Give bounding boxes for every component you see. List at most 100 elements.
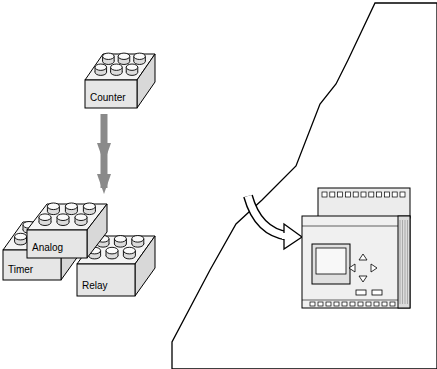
brick-block: Counter	[84, 40, 156, 110]
brick-stud	[95, 64, 107, 75]
terminal	[366, 302, 371, 306]
arrow-head	[284, 224, 302, 249]
brick-block: Analog	[26, 190, 108, 260]
terminal	[358, 302, 363, 306]
module-edge	[302, 300, 398, 301]
stud-top	[83, 203, 95, 210]
brick-stud	[83, 203, 95, 215]
stud-edge	[88, 251, 89, 256]
brick-stud	[75, 214, 87, 226]
arrow-body	[248, 196, 288, 236]
terminal	[390, 302, 395, 306]
groove	[402, 220, 403, 304]
terminal	[361, 192, 366, 197]
module-side	[398, 216, 410, 308]
stud-top	[57, 214, 69, 221]
groove	[400, 220, 401, 304]
brick-front	[77, 264, 135, 296]
groove	[405, 220, 406, 304]
button-down	[359, 276, 367, 282]
display	[316, 248, 346, 274]
stud-wall	[32, 237, 44, 242]
brick-stud	[114, 236, 126, 248]
terminal	[377, 192, 382, 197]
stud-top	[95, 64, 107, 70]
brick-front	[3, 250, 61, 280]
stud-edge	[44, 237, 45, 242]
stud-top	[65, 203, 77, 210]
module-edge	[302, 226, 398, 227]
terminal	[326, 302, 331, 306]
stud-top	[75, 214, 87, 221]
stud-edge	[57, 225, 58, 230]
terminal	[350, 302, 355, 306]
terminal	[384, 192, 389, 197]
terminal	[322, 192, 327, 197]
brick-stud	[15, 233, 27, 245]
stud-top	[103, 53, 115, 59]
terminal	[345, 192, 350, 197]
panel-background	[172, 3, 437, 369]
terminal	[392, 192, 397, 197]
brick-stud	[103, 53, 115, 64]
stud-wall	[49, 237, 61, 242]
brick-stud	[111, 64, 123, 75]
module-top	[318, 188, 410, 218]
stud-top	[126, 64, 138, 70]
button-right	[371, 264, 377, 272]
stud-top	[58, 222, 70, 229]
stud-top	[40, 222, 52, 229]
brick-top	[3, 222, 81, 250]
terminal	[353, 192, 358, 197]
stud-top	[23, 222, 35, 229]
stud-edge	[52, 225, 53, 230]
brick-stud	[57, 214, 69, 226]
brick-front	[85, 80, 137, 108]
stud-edge	[69, 225, 70, 230]
brick-stud	[123, 247, 135, 259]
stud-top	[132, 236, 144, 243]
stud-top	[118, 53, 130, 59]
flow-arrow	[101, 114, 108, 188]
stud-edge	[32, 237, 33, 242]
terminal	[342, 302, 347, 306]
stud-top	[106, 247, 118, 254]
brick-stud	[23, 222, 35, 234]
button-up	[359, 254, 367, 260]
button-left	[349, 264, 355, 272]
stud-base	[49, 238, 61, 245]
brick-stud	[49, 233, 61, 245]
stud-wall	[40, 225, 52, 230]
stud-top	[32, 233, 44, 240]
stud-wall	[58, 225, 70, 230]
brick-stud	[39, 214, 51, 226]
brick-stud	[106, 247, 118, 259]
terminal	[374, 302, 379, 306]
stud-edge	[49, 237, 50, 242]
terminal	[338, 192, 343, 197]
brick-stud	[32, 233, 44, 245]
stud-top	[89, 247, 101, 254]
stud-top	[97, 236, 109, 243]
terminal	[330, 192, 335, 197]
groove	[407, 220, 408, 304]
block-label: Analog	[32, 242, 63, 254]
brick-front	[27, 230, 87, 258]
button-esc	[356, 290, 366, 295]
block-label: Timer	[8, 264, 33, 276]
brick-stud	[58, 222, 70, 234]
brick-stud	[40, 222, 52, 234]
brick-stud	[65, 203, 77, 215]
arrow-outline	[248, 196, 288, 236]
stud-top	[114, 236, 126, 243]
stud-top	[123, 247, 135, 254]
display-frame	[312, 244, 350, 284]
stud-top	[47, 203, 59, 210]
arrow-join	[282, 233, 286, 239]
stud-edge	[35, 225, 36, 230]
module-body	[302, 216, 410, 308]
stud-base	[40, 227, 52, 234]
brick-stud	[134, 53, 146, 64]
